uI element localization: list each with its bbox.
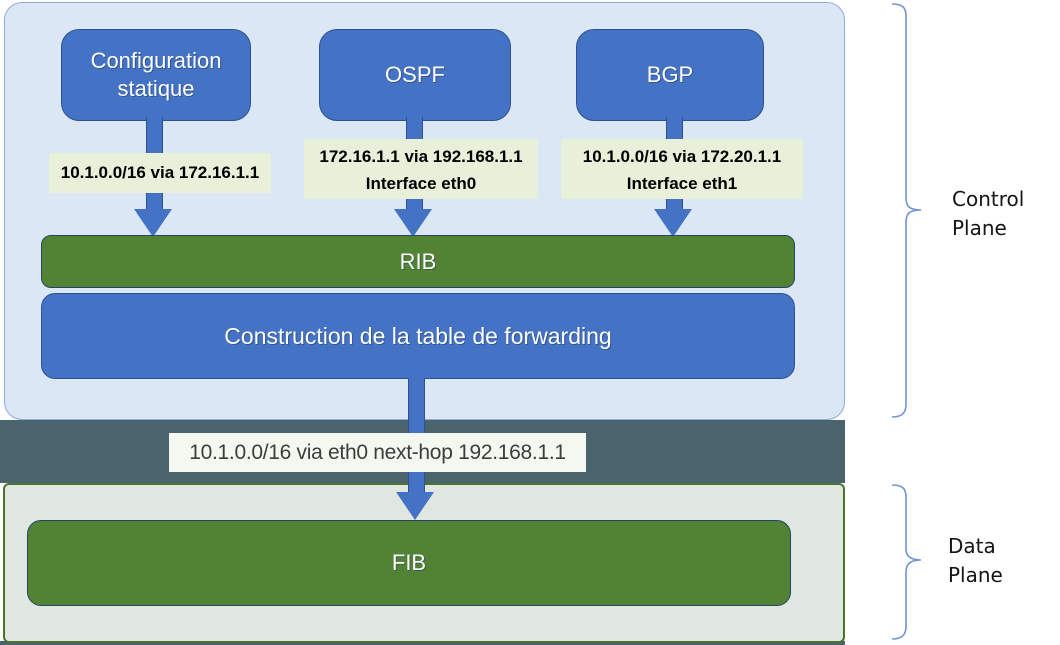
rib-bar: RIB — [41, 235, 795, 288]
static-route-label: 10.1.0.0/16 via 172.16.1.1 — [49, 153, 271, 193]
ospf-box: OSPF — [319, 29, 511, 121]
bgp-route-label: 10.1.0.0/16 via 172.20.1.1 Interface eth… — [561, 139, 803, 199]
forwarding-table-construction-label: Construction de la table de forwarding — [224, 322, 612, 349]
bgp-to-rib-arrow-head — [654, 209, 692, 237]
control-plane-brace — [891, 3, 922, 418]
bgp-label: BGP — [646, 62, 694, 87]
static-to-rib-arrow-head — [134, 209, 172, 237]
bgp-box: BGP — [576, 29, 764, 121]
forwarding-table-construction-bar: Construction de la table de forwarding — [41, 293, 795, 379]
fib-route-text: 10.1.0.0/16 via eth0 next-hop 192.168.1.… — [189, 441, 566, 464]
fib-bar: FIB — [27, 520, 791, 606]
control-plane-container: Configuration statique OSPF BGP 10.1.0.0… — [4, 2, 845, 420]
static-configuration-box: Configuration statique — [61, 29, 251, 121]
data-plane-label: Data Plane — [948, 534, 1003, 587]
static-route-text: 10.1.0.0/16 via 172.16.1.1 — [60, 163, 260, 182]
ospf-route-text-line1: 172.16.1.1 via 192.168.1.1 — [319, 147, 523, 166]
construction-to-fib-arrow-head — [396, 492, 434, 520]
static-configuration-label: Configuration statique — [90, 48, 222, 101]
bgp-route-text-line2: Interface eth1 — [626, 174, 738, 193]
control-plane-label: Control Plane — [952, 187, 1025, 240]
rib-label: RIB — [399, 248, 437, 274]
bottom-band — [0, 641, 845, 645]
ospf-label: OSPF — [385, 62, 445, 87]
bgp-route-text-line1: 10.1.0.0/16 via 172.20.1.1 — [582, 147, 782, 166]
ospf-to-rib-arrow-head — [394, 209, 432, 237]
ospf-route-label: 172.16.1.1 via 192.168.1.1 Interface eth… — [304, 139, 538, 199]
fib-label: FIB — [391, 550, 427, 575]
fib-route-label: 10.1.0.0/16 via eth0 next-hop 192.168.1.… — [169, 433, 586, 472]
ospf-route-text-line2: Interface eth0 — [365, 174, 477, 193]
data-plane-brace — [891, 484, 922, 640]
